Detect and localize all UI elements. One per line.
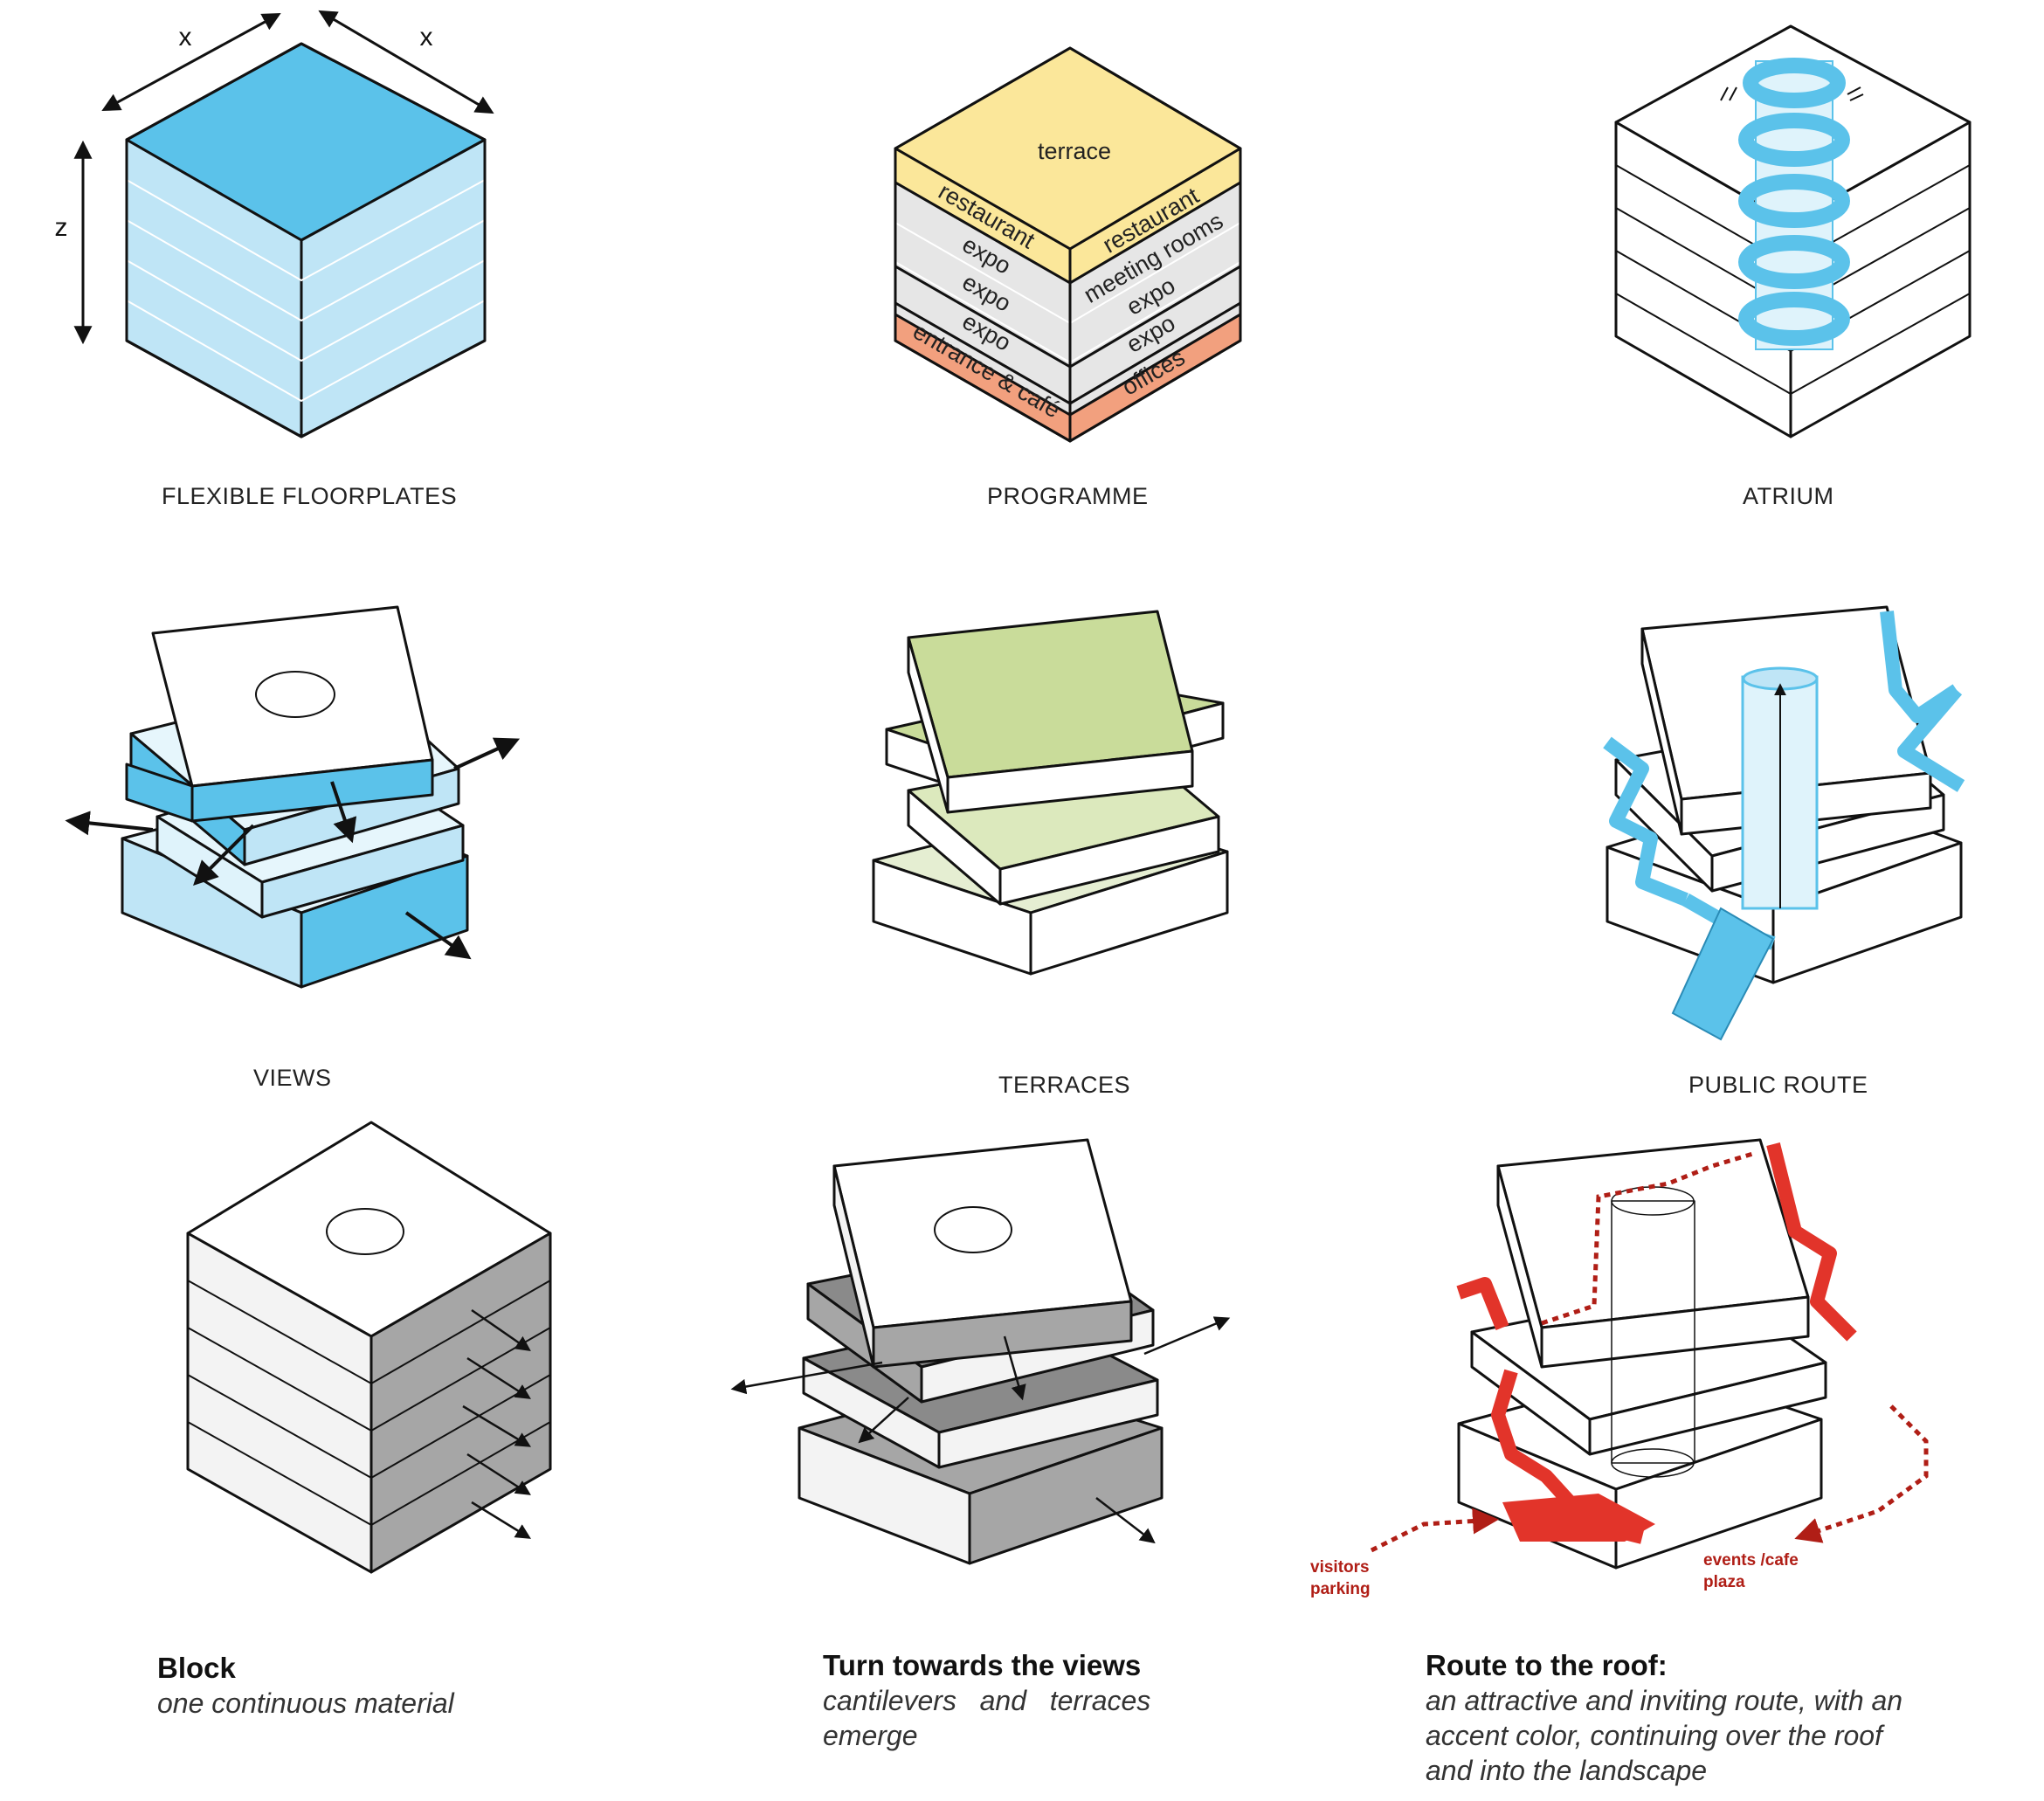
flexible-floorplates-diagram xyxy=(73,10,494,438)
turn-subtitle-2: emerge xyxy=(823,1720,918,1751)
block-text: Block one continuous material xyxy=(157,1651,454,1721)
route-labels: visitors parking events /cafe plaza xyxy=(1310,1551,1799,1598)
events-plaza-label-1: events /cafe xyxy=(1703,1551,1799,1570)
programme-top-label: terrace xyxy=(1038,138,1111,164)
caption-terraces: TERRACES xyxy=(998,1072,1131,1098)
turn-text: Turn towards the views cantilevers and t… xyxy=(823,1648,1150,1753)
route-red-path xyxy=(1370,1142,1929,1553)
visitors-parking-label-1: visitors xyxy=(1310,1558,1370,1577)
route-subtitle-3: and into the landscape xyxy=(1426,1755,1708,1786)
axis-labels: x x z xyxy=(55,23,433,242)
atrium-spiral xyxy=(1720,58,1864,350)
events-plaza-label-2: plaza xyxy=(1703,1573,1745,1591)
block-subtitle-1: one continuous material xyxy=(157,1687,454,1719)
terraces-diagram xyxy=(872,610,1229,976)
route-diagram xyxy=(1457,1138,1827,1570)
axis-z-label: z xyxy=(55,213,68,242)
caption-atrium: ATRIUM xyxy=(1743,483,1834,509)
route-text: Route to the roof: an attractive and inv… xyxy=(1426,1648,1902,1788)
programme-diagram xyxy=(894,46,1242,443)
public-route-path xyxy=(1603,611,1965,1041)
caption-public-route: PUBLIC ROUTE xyxy=(1688,1072,1868,1098)
route-subtitle-2: accent color, continuing over the roof xyxy=(1426,1720,1882,1751)
turn-diagram xyxy=(730,1138,1231,1565)
block-title: Block xyxy=(157,1652,236,1684)
block-diagram xyxy=(186,1121,552,1574)
caption-programme: PROGRAMME xyxy=(987,483,1149,509)
route-title: Route to the roof: xyxy=(1426,1649,1668,1681)
caption-flexible-floorplates: FLEXIBLE FLOORPLATES xyxy=(162,483,458,509)
turn-title: Turn towards the views xyxy=(823,1649,1142,1681)
turn-subtitle-1: cantilevers and terraces xyxy=(823,1685,1151,1716)
views-diagram xyxy=(65,605,521,989)
visitors-parking-label-2: parking xyxy=(1310,1580,1371,1598)
axis-x-label-right: x xyxy=(420,23,433,52)
caption-views: VIEWS xyxy=(253,1065,332,1091)
route-subtitle-1: an attractive and inviting route, with a… xyxy=(1426,1685,1903,1716)
axis-x-label-left: x xyxy=(179,23,192,52)
